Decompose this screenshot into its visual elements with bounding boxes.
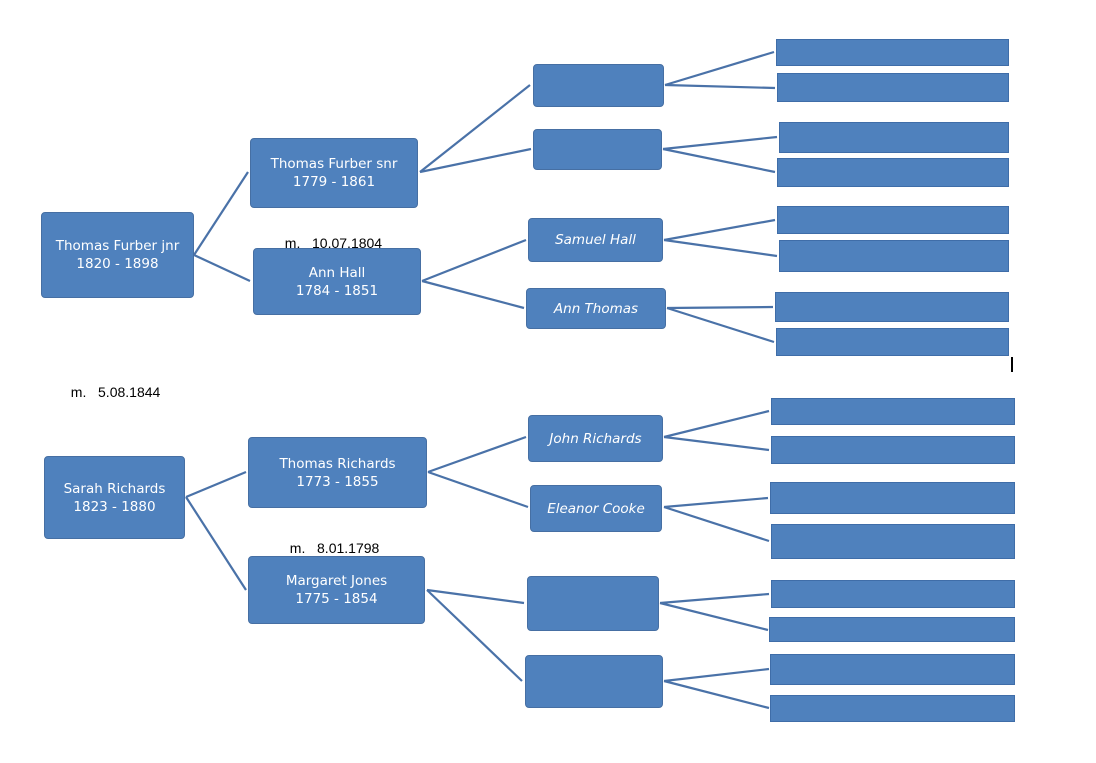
marriage-label-furber-hall: m. 10.07.1804 bbox=[277, 219, 382, 251]
person-box-ann-thomas[interactable]: Ann Thomas bbox=[526, 288, 666, 329]
person-name: Ann Thomas bbox=[553, 300, 639, 317]
ancestor-slot[interactable] bbox=[770, 695, 1015, 722]
person-box-thomas-furber-snr[interactable]: Thomas Furber snr 1779 - 1861 bbox=[250, 138, 418, 208]
ancestor-slot[interactable] bbox=[775, 292, 1009, 322]
ancestor-slot[interactable] bbox=[779, 122, 1009, 153]
ancestor-slot[interactable] bbox=[770, 654, 1015, 685]
person-name: Margaret Jones bbox=[285, 573, 388, 589]
marriage-label-furber-richards: m. 5.08.1844 bbox=[63, 368, 161, 400]
person-name: Thomas Richards bbox=[279, 455, 396, 472]
marriage-date: 10.07.1804 bbox=[312, 235, 383, 251]
marriage-label-richards-jones: m. 8.01.1798 bbox=[282, 524, 380, 556]
ancestor-slot[interactable] bbox=[777, 206, 1009, 234]
person-box-empty-4[interactable] bbox=[525, 655, 663, 708]
person-box-ann-hall[interactable]: Ann Hall 1784 - 1851 bbox=[253, 248, 421, 315]
person-box-empty-1[interactable] bbox=[533, 64, 664, 107]
person-years: 1775 - 1854 bbox=[295, 591, 378, 607]
text-cursor bbox=[1011, 357, 1013, 372]
ancestor-slot[interactable] bbox=[776, 39, 1009, 66]
person-years: 1784 - 1851 bbox=[295, 282, 379, 299]
ancestor-slot[interactable] bbox=[777, 158, 1009, 187]
marriage-prefix: m. bbox=[284, 235, 301, 251]
ancestor-slot[interactable] bbox=[776, 328, 1009, 356]
person-box-samuel-hall[interactable]: Samuel Hall bbox=[528, 218, 663, 262]
marriage-prefix: m. bbox=[70, 384, 87, 400]
person-box-margaret-jones[interactable]: Margaret Jones 1775 - 1854 bbox=[248, 556, 425, 624]
person-name: Thomas Furber snr bbox=[270, 156, 398, 172]
person-box-eleanor-cooke[interactable]: Eleanor Cooke bbox=[530, 485, 662, 532]
ancestor-slot[interactable] bbox=[779, 240, 1009, 272]
ancestor-slot[interactable] bbox=[777, 73, 1009, 102]
person-box-thomas-richards[interactable]: Thomas Richards 1773 - 1855 bbox=[248, 437, 427, 508]
person-name: John Richards bbox=[549, 430, 642, 447]
ancestor-slot[interactable] bbox=[771, 524, 1015, 559]
marriage-prefix: m. bbox=[289, 540, 306, 556]
person-box-empty-3[interactable] bbox=[527, 576, 659, 631]
person-name: Eleanor Cooke bbox=[547, 500, 645, 517]
marriage-date: 8.01.1798 bbox=[317, 540, 380, 556]
person-years: 1820 - 1898 bbox=[76, 256, 159, 272]
person-box-empty-2[interactable] bbox=[533, 129, 662, 170]
person-name: Ann Hall bbox=[308, 264, 366, 281]
person-box-thomas-furber-jnr[interactable]: Thomas Furber jnr 1820 - 1898 bbox=[41, 212, 194, 298]
person-box-sarah-richards[interactable]: Sarah Richards 1823 - 1880 bbox=[44, 456, 185, 539]
person-box-john-richards[interactable]: John Richards bbox=[528, 415, 663, 462]
ancestor-slot[interactable] bbox=[771, 580, 1015, 608]
person-years: 1779 - 1861 bbox=[292, 174, 376, 190]
ancestor-slot[interactable] bbox=[770, 482, 1015, 514]
marriage-date: 5.08.1844 bbox=[98, 384, 161, 400]
person-years: 1773 - 1855 bbox=[296, 473, 379, 490]
person-name: Samuel Hall bbox=[555, 232, 636, 248]
person-name: Sarah Richards bbox=[63, 480, 166, 497]
ancestor-slot[interactable] bbox=[771, 398, 1015, 425]
person-name: Thomas Furber jnr bbox=[55, 238, 180, 254]
ancestor-slot[interactable] bbox=[771, 436, 1015, 464]
person-years: 1823 - 1880 bbox=[73, 498, 156, 515]
ancestor-slot[interactable] bbox=[769, 617, 1015, 642]
